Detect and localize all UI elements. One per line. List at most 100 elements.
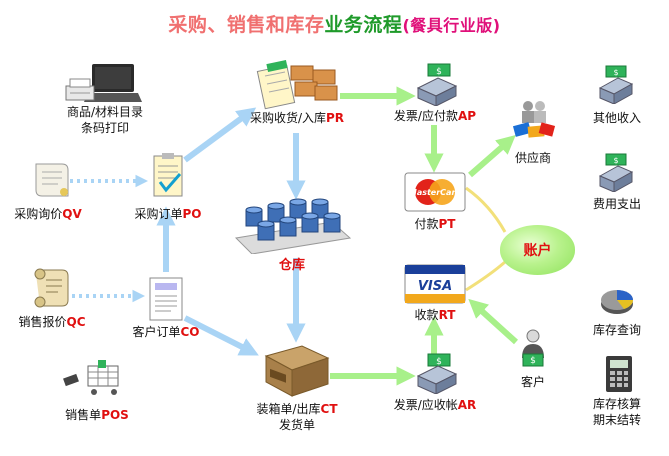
shipping-text: 装箱单/出库 <box>256 402 321 416</box>
calculator-icon <box>606 356 632 392</box>
ledger-text: 账户 <box>523 243 552 259</box>
credit-card-icon: MasterCard <box>404 172 466 212</box>
barcode-label: 商品/材料目录 条码打印 <box>55 104 155 136</box>
checklist-icon <box>153 153 183 197</box>
purchase-order-code: PO <box>182 207 202 221</box>
payment-code: PT <box>438 217 456 231</box>
customer-order-label: 客户订单CO <box>126 324 206 340</box>
sales-quote-code: QC <box>66 315 86 329</box>
receipt-node[interactable]: VISA <box>404 264 466 304</box>
page-title: 采购、销售和库存业务流程(餐具行业版) <box>0 10 669 37</box>
arrow-po-to-pr <box>183 107 257 163</box>
inventory-query-node[interactable] <box>598 284 636 318</box>
warehouse-label: 仓库 <box>278 258 305 273</box>
payment-label: 付款PT <box>400 216 470 232</box>
connector-pt-ledger <box>465 186 507 233</box>
visa-text: VISA <box>418 279 452 294</box>
building-money-icon: $ <box>598 153 634 193</box>
receiving-code: PR <box>326 111 345 125</box>
svg-text:$: $ <box>613 156 618 165</box>
boxes-clipboard-icon <box>256 60 338 110</box>
inventory-query-label: 库存查询 <box>592 323 641 337</box>
title-part2: 业务流程 <box>324 14 403 36</box>
payment-text: 付款 <box>414 217 439 231</box>
inventory-check-line2: 期末结转 <box>592 413 641 427</box>
arrow-customer-to-rt <box>468 298 519 345</box>
mastercard-text: MasterCard <box>409 188 462 197</box>
expense-label: 费用支出 <box>592 197 641 211</box>
sales-quote-node[interactable] <box>30 266 74 310</box>
purchase-order-label: 采购订单PO <box>128 206 208 222</box>
invoice-ar-node[interactable]: $ <box>414 352 460 395</box>
building-money-icon: $ <box>416 353 458 395</box>
inquiry-label: 采购询价QV <box>10 206 86 222</box>
shopping-cart-icon <box>63 360 119 395</box>
customer-node[interactable]: $ <box>514 328 552 370</box>
shipping-label: 装箱单/出库CT 发货单 <box>242 401 352 433</box>
inquiry-text: 采购询价 <box>14 207 63 221</box>
other-income-label: 其他收入 <box>592 111 641 125</box>
sales-quote-label: 销售报价QC <box>12 314 92 330</box>
purchase-order-node[interactable] <box>148 152 188 202</box>
pos-node[interactable] <box>60 358 130 402</box>
invoice-ar-code: AR <box>457 398 477 412</box>
visa-card-icon: VISA <box>404 264 466 304</box>
pos-code: POS <box>101 408 129 422</box>
customer-order-text: 客户订单 <box>132 325 181 339</box>
ledger-bubble[interactable]: 账户 <box>500 225 575 275</box>
scroll-icon <box>35 163 69 197</box>
cardboard-box-icon <box>264 345 330 397</box>
laptop-printer-icon <box>65 64 142 102</box>
inquiry-code: QV <box>62 207 82 221</box>
receipt-label: 收款RT <box>400 307 470 323</box>
invoice-ap-label: 发票/应付款AP <box>380 108 490 124</box>
arrow-pt-to-supplier <box>468 134 516 178</box>
database-cylinders-icon <box>234 198 352 255</box>
inventory-check-line1: 库存核算 <box>592 397 641 411</box>
arrow-co-to-ct <box>183 315 259 356</box>
customer-person-icon: $ <box>522 329 544 367</box>
invoice-ap-node[interactable]: $ <box>414 62 460 107</box>
shipping-code: CT <box>320 402 338 416</box>
invoice-ar-text: 发票/应收帐 <box>393 398 458 412</box>
inquiry-node[interactable] <box>28 158 72 202</box>
title-part3: (餐具行业版) <box>402 16 501 35</box>
barcode-label-line2: 条码打印 <box>80 121 129 135</box>
barcode-print-node[interactable] <box>62 60 142 110</box>
invoice-ap-code: AP <box>457 109 477 123</box>
connector-rt-ledger <box>465 260 506 292</box>
customer-order-code: CO <box>180 325 200 339</box>
expense-node[interactable]: $ <box>596 152 636 193</box>
receipt-code: RT <box>438 308 456 322</box>
supplier-label: 供应商 <box>514 151 551 165</box>
other-income-node[interactable]: $ <box>596 64 636 105</box>
purchase-order-text: 采购订单 <box>134 207 183 221</box>
building-money-icon: $ <box>598 65 634 105</box>
customer-order-node[interactable] <box>147 276 185 322</box>
receiving-text: 采购收货/入库 <box>249 111 326 125</box>
warehouse-node[interactable] <box>232 198 352 255</box>
svg-text:$: $ <box>436 67 442 77</box>
supplier-people-icon <box>512 101 556 138</box>
pos-label: 销售单POS <box>52 407 142 423</box>
svg-text:$: $ <box>530 356 536 366</box>
shipping-line2: 发货单 <box>278 418 315 432</box>
pos-text: 销售单 <box>65 408 102 422</box>
svg-text:$: $ <box>613 68 618 77</box>
title-part1: 采购、销售和库存 <box>168 14 325 36</box>
inventory-check-node[interactable] <box>604 354 634 394</box>
sales-quote-text: 销售报价 <box>18 315 67 329</box>
payment-node[interactable]: MasterCard <box>404 172 466 212</box>
document-icon <box>149 277 183 321</box>
receiving-label: 采购收货/入库PR <box>242 110 352 126</box>
svg-text:$: $ <box>436 357 442 367</box>
receiving-node[interactable] <box>255 60 341 112</box>
invoice-ar-label: 发票/应收帐AR <box>380 397 490 413</box>
supplier-node[interactable] <box>508 98 556 144</box>
building-money-icon: $ <box>416 63 458 107</box>
scroll-icon <box>34 268 69 308</box>
shipping-node[interactable] <box>262 340 332 398</box>
invoice-ap-text: 发票/应付款 <box>393 109 458 123</box>
inventory-check-label: 库存核算 期末结转 <box>582 396 652 428</box>
barcode-label-line1: 商品/材料目录 <box>66 105 144 119</box>
